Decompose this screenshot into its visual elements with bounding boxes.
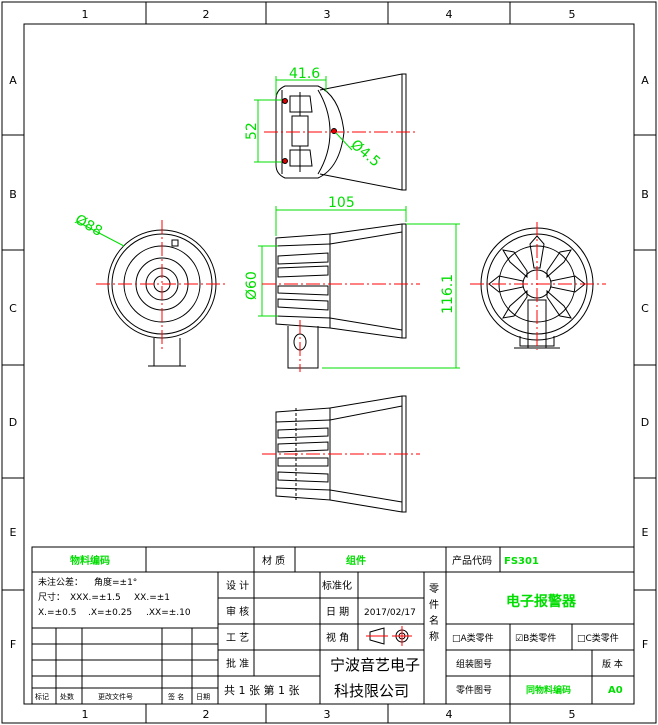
version-value: A0	[608, 685, 623, 696]
dim-116-1: 116.1	[440, 274, 456, 314]
date-label: 日 期	[326, 606, 349, 618]
company-name-line-2: 科技限公司	[334, 682, 409, 700]
dim-4-5: Ø4.5	[347, 137, 383, 171]
col-label-2-bottom: 2	[203, 708, 210, 721]
side-view	[275, 223, 407, 369]
side-view-dims	[258, 206, 460, 369]
row-label-e: E	[10, 526, 17, 539]
rev-mark-label: 标记	[35, 692, 49, 701]
xx-tolerance: XX.=±1	[134, 593, 170, 603]
title-block-lines	[31, 546, 635, 705]
rev-count-label: 处数	[60, 692, 74, 701]
xxx-tolerance: XXX.=±1.5	[70, 593, 121, 603]
design-label: 设 计	[226, 579, 249, 592]
dim-52: 52	[244, 122, 260, 140]
class-b-checkbox: ☑B类零件	[515, 632, 556, 644]
part-name-label-2: 件	[429, 599, 439, 611]
top-view-dims	[254, 76, 353, 163]
row-label-d: D	[9, 416, 17, 429]
process-label: 工 艺	[226, 632, 249, 644]
material-value: 组件	[346, 554, 366, 567]
part-name-label-1: 零	[429, 583, 439, 595]
dim-105: 105	[328, 195, 355, 211]
part-name-label-4: 称	[429, 630, 439, 643]
version-label: 版 本	[602, 658, 623, 670]
assembly-no-label: 组装图号	[456, 658, 492, 670]
material-label: 材 质	[262, 554, 285, 567]
row-label-e-right: E	[642, 526, 649, 539]
part-no-label: 零件图号	[456, 684, 492, 696]
row-label-c-right: C	[641, 302, 649, 315]
center-lines	[96, 131, 606, 455]
review-label: 审 核	[226, 605, 249, 618]
row-label-a: A	[9, 74, 17, 87]
row-label-b: B	[9, 188, 17, 201]
projection-symbol-icon	[366, 626, 412, 646]
col-label-5: 5	[569, 8, 576, 21]
front-view-dims	[77, 221, 125, 247]
approve-label: 批 准	[226, 657, 249, 670]
standard-label: 标准化	[322, 579, 352, 592]
date-value: 2017/02/17	[364, 608, 416, 618]
rev-sign-label: 签 名	[168, 692, 184, 701]
dim-88: Ø88	[72, 212, 105, 240]
dim-60: Ø60	[244, 271, 260, 300]
product-code-label: 产品代码	[452, 554, 492, 567]
x1-tolerance: .X=±0.25	[88, 608, 132, 618]
rev-date-label: 日期	[196, 693, 210, 701]
view-label: 视 角	[326, 631, 349, 644]
row-label-f: F	[10, 638, 16, 651]
part-no-value: 同物料编码	[526, 684, 571, 696]
col-label-5-bottom: 5	[569, 708, 576, 721]
row-label-a-right: A	[641, 74, 649, 87]
col-label-4-bottom: 4	[446, 708, 453, 721]
material-code-label: 物料编码	[70, 554, 110, 567]
col-label-2: 2	[203, 8, 210, 21]
row-label-c: C	[9, 302, 17, 315]
part-name-label-3: 名	[429, 614, 439, 627]
rev-doc-label: 更改文件号	[98, 692, 133, 701]
angle-tolerance: 角度=±1°	[94, 576, 137, 588]
tolerance-title: 未注公差：	[38, 576, 83, 588]
class-a-checkbox: □A类零件	[452, 632, 494, 644]
col-label-4: 4	[446, 8, 453, 21]
row-label-b-right: B	[641, 188, 649, 201]
xx1-tolerance: .XX=±.10	[146, 608, 191, 618]
product-code-value: FS301	[504, 556, 539, 567]
company-name-line-1: 宁波音艺电子	[330, 656, 420, 674]
col-label-3-bottom: 3	[324, 708, 331, 721]
col-label-1: 1	[82, 8, 89, 21]
part-name-value: 电子报警器	[506, 593, 577, 610]
size-label: 尺寸：	[38, 591, 65, 603]
col-label-3: 3	[324, 8, 331, 21]
dim-41-6: 41.6	[289, 66, 320, 82]
sheet-count: 共 1 张 第 1 张	[224, 683, 299, 697]
x-tolerance: X.=±0.5	[38, 608, 76, 618]
row-label-f-right: F	[642, 638, 648, 651]
col-label-1-bottom: 1	[82, 708, 89, 721]
row-label-d-right: D	[641, 416, 649, 429]
class-c-checkbox: □C类零件	[577, 632, 619, 644]
